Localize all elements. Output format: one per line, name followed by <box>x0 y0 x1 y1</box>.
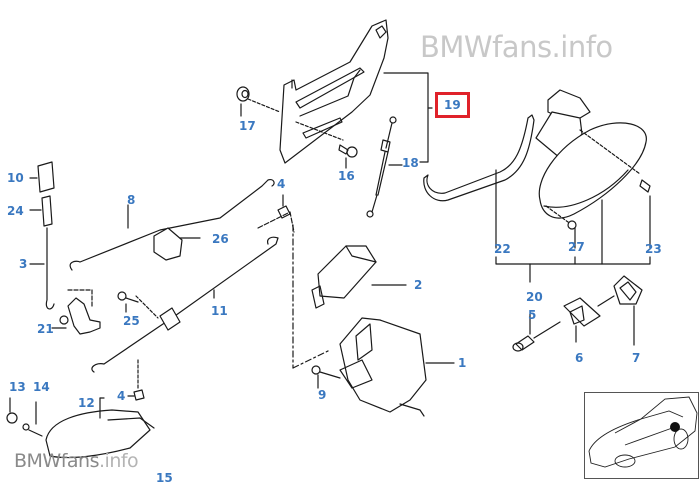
part-label-5[interactable]: 5 <box>528 308 537 322</box>
part-25-screw <box>117 291 139 313</box>
part-label-13[interactable]: 13 <box>9 380 26 394</box>
part-label-20[interactable]: 20 <box>526 290 543 304</box>
part-label-23[interactable]: 23 <box>645 242 662 256</box>
part-18-rod <box>366 116 403 218</box>
part-label-15[interactable]: 15 <box>156 471 173 485</box>
watermark-bottom-dim: .info <box>99 450 139 472</box>
part-label-24[interactable]: 24 <box>7 204 24 218</box>
part-label-21[interactable]: 21 <box>37 322 54 336</box>
part-13-nut <box>6 397 18 424</box>
bracket-19 <box>383 72 433 163</box>
part-20-outer-handle <box>535 89 647 223</box>
location-marker-icon <box>670 422 680 432</box>
part-17-grommet <box>236 86 281 117</box>
part-label-12[interactable]: 12 <box>78 396 95 410</box>
part-8-rod <box>69 179 275 271</box>
vehicle-location-thumbnail[interactable] <box>584 392 699 479</box>
part-21-lever <box>51 289 101 335</box>
part-3-rod <box>29 227 55 310</box>
part-9-screw <box>311 365 341 389</box>
part-label-8[interactable]: 8 <box>127 193 136 207</box>
part-label-11[interactable]: 11 <box>211 304 228 318</box>
part-19-handle-carrier <box>279 19 389 164</box>
dash-outline <box>292 224 331 369</box>
part-label-4-upper[interactable]: 4 <box>277 177 286 191</box>
part-24-sleeve <box>29 195 53 227</box>
part-label-9[interactable]: 9 <box>318 388 327 402</box>
part-label-1[interactable]: 1 <box>458 356 467 370</box>
part-label-14[interactable]: 14 <box>33 380 50 394</box>
part-22-seal <box>423 114 535 249</box>
part-14-screw <box>22 401 43 437</box>
part-6-lock-cylinder <box>563 295 615 343</box>
part-label-18[interactable]: 18 <box>402 156 419 170</box>
car-outline-icon <box>588 396 698 468</box>
part-label-2[interactable]: 2 <box>414 278 423 292</box>
part-7-gasket <box>613 275 643 346</box>
part-23-screw <box>639 179 651 249</box>
part-26-clip <box>153 227 201 261</box>
part-label-22[interactable]: 22 <box>494 242 511 256</box>
watermark-bottom: BMWfans.info <box>14 450 139 472</box>
part-label-16[interactable]: 16 <box>338 169 355 183</box>
part-label-26[interactable]: 26 <box>212 232 229 246</box>
part-label-6[interactable]: 6 <box>575 351 584 365</box>
part-label-27[interactable]: 27 <box>568 240 585 254</box>
bracket-20 <box>495 256 651 283</box>
part-label-4-lower[interactable]: 4 <box>117 389 126 403</box>
part-27-screw <box>567 199 603 265</box>
watermark-top: BMWfans.info <box>420 30 613 64</box>
part-label-25[interactable]: 25 <box>123 314 140 328</box>
part-label-17[interactable]: 17 <box>239 119 256 133</box>
part-4-lower-clip <box>127 359 145 401</box>
watermark-bottom-strong: BMWfans <box>14 450 100 472</box>
part-10-cap <box>29 161 55 193</box>
part-12-inner-handle <box>45 397 155 459</box>
part-4-upper-clip <box>257 194 295 233</box>
part-label-19-highlighted[interactable]: 19 <box>435 92 470 118</box>
part-16-screw <box>338 144 358 169</box>
part-5-screw <box>512 313 561 352</box>
part-1-lock <box>339 317 455 417</box>
part-label-3[interactable]: 3 <box>19 257 28 271</box>
part-label-7[interactable]: 7 <box>632 351 641 365</box>
part-11-rod <box>91 236 279 373</box>
part-label-10[interactable]: 10 <box>7 171 24 185</box>
part-2-actuator <box>311 245 407 309</box>
